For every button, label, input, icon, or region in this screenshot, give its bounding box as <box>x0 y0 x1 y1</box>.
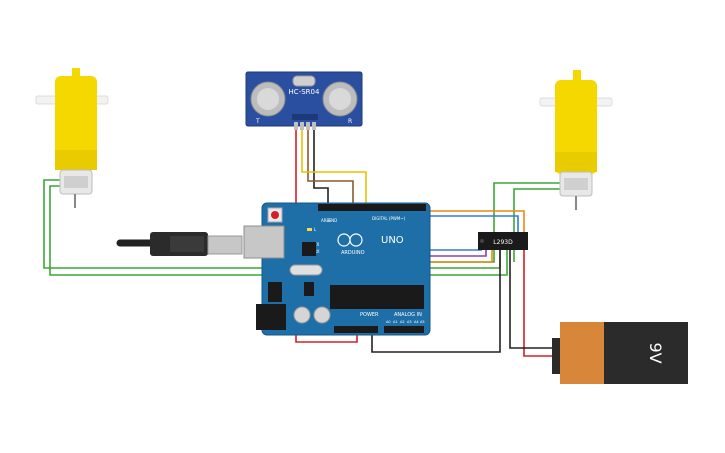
wire-yellow-sensor-trig[interactable] <box>301 130 367 206</box>
analog-header[interactable] <box>384 326 424 333</box>
battery-9v[interactable]: 9V <box>552 322 688 384</box>
gnd-label: GND <box>328 218 337 223</box>
wire-green-right-motor-b[interactable] <box>513 188 560 262</box>
right-gear-motor[interactable] <box>539 70 613 210</box>
l-label: L <box>314 227 317 232</box>
digital-header[interactable] <box>318 204 426 211</box>
brand-label: ARDUINO <box>341 250 365 256</box>
wire-black-battery-2[interactable] <box>509 250 552 349</box>
reset-button-icon[interactable] <box>267 207 283 223</box>
digital-header-label: DIGITAL (PWM~) <box>372 216 406 221</box>
analog-pin-a3: A3 <box>407 320 412 324</box>
wire-black-sensor-gnd[interactable] <box>313 130 329 206</box>
analog-pin-a0: A0 <box>386 320 391 324</box>
arduino-logo: ARDUINO UNO <box>337 233 404 256</box>
arduino-uno-board[interactable]: AREF GND DIGITAL (PWM~) L TX RX ARDUINO … <box>243 202 431 336</box>
tx-label: TX <box>313 242 319 247</box>
analog-pin-a4: A4 <box>414 320 419 324</box>
model-label: UNO <box>381 235 404 246</box>
analog-pin-a2: A2 <box>400 320 405 324</box>
usb-cable[interactable] <box>116 232 243 256</box>
power-header-label: POWER <box>360 312 379 318</box>
atmega-chip <box>330 285 424 309</box>
left-gear-motor[interactable] <box>35 68 109 208</box>
sensor-t-mark: T <box>255 118 260 125</box>
l293d-driver-chip[interactable]: L293D <box>478 232 528 250</box>
analog-pin-a1: A1 <box>393 320 398 324</box>
aref-label: AREF <box>321 218 332 223</box>
sensor-label: HC-SR04 <box>289 88 320 96</box>
analog-header-label: ANALOG IN <box>394 312 422 318</box>
wire-brown-sensor-echo[interactable] <box>307 130 354 206</box>
driver-label: L293D <box>493 239 513 246</box>
sensor-r-mark: R <box>348 118 352 125</box>
wire-red-battery[interactable] <box>523 250 552 357</box>
power-header[interactable] <box>334 326 378 333</box>
rx-label: RX <box>314 249 320 254</box>
dc-jack-icon <box>256 304 286 330</box>
battery-label: 9V <box>646 342 665 363</box>
analog-pin-a5: A5 <box>420 320 425 324</box>
wire-green-left-motor-b[interactable] <box>49 185 508 276</box>
ultrasonic-sensor[interactable]: HC-SR04 T R <box>245 71 363 130</box>
